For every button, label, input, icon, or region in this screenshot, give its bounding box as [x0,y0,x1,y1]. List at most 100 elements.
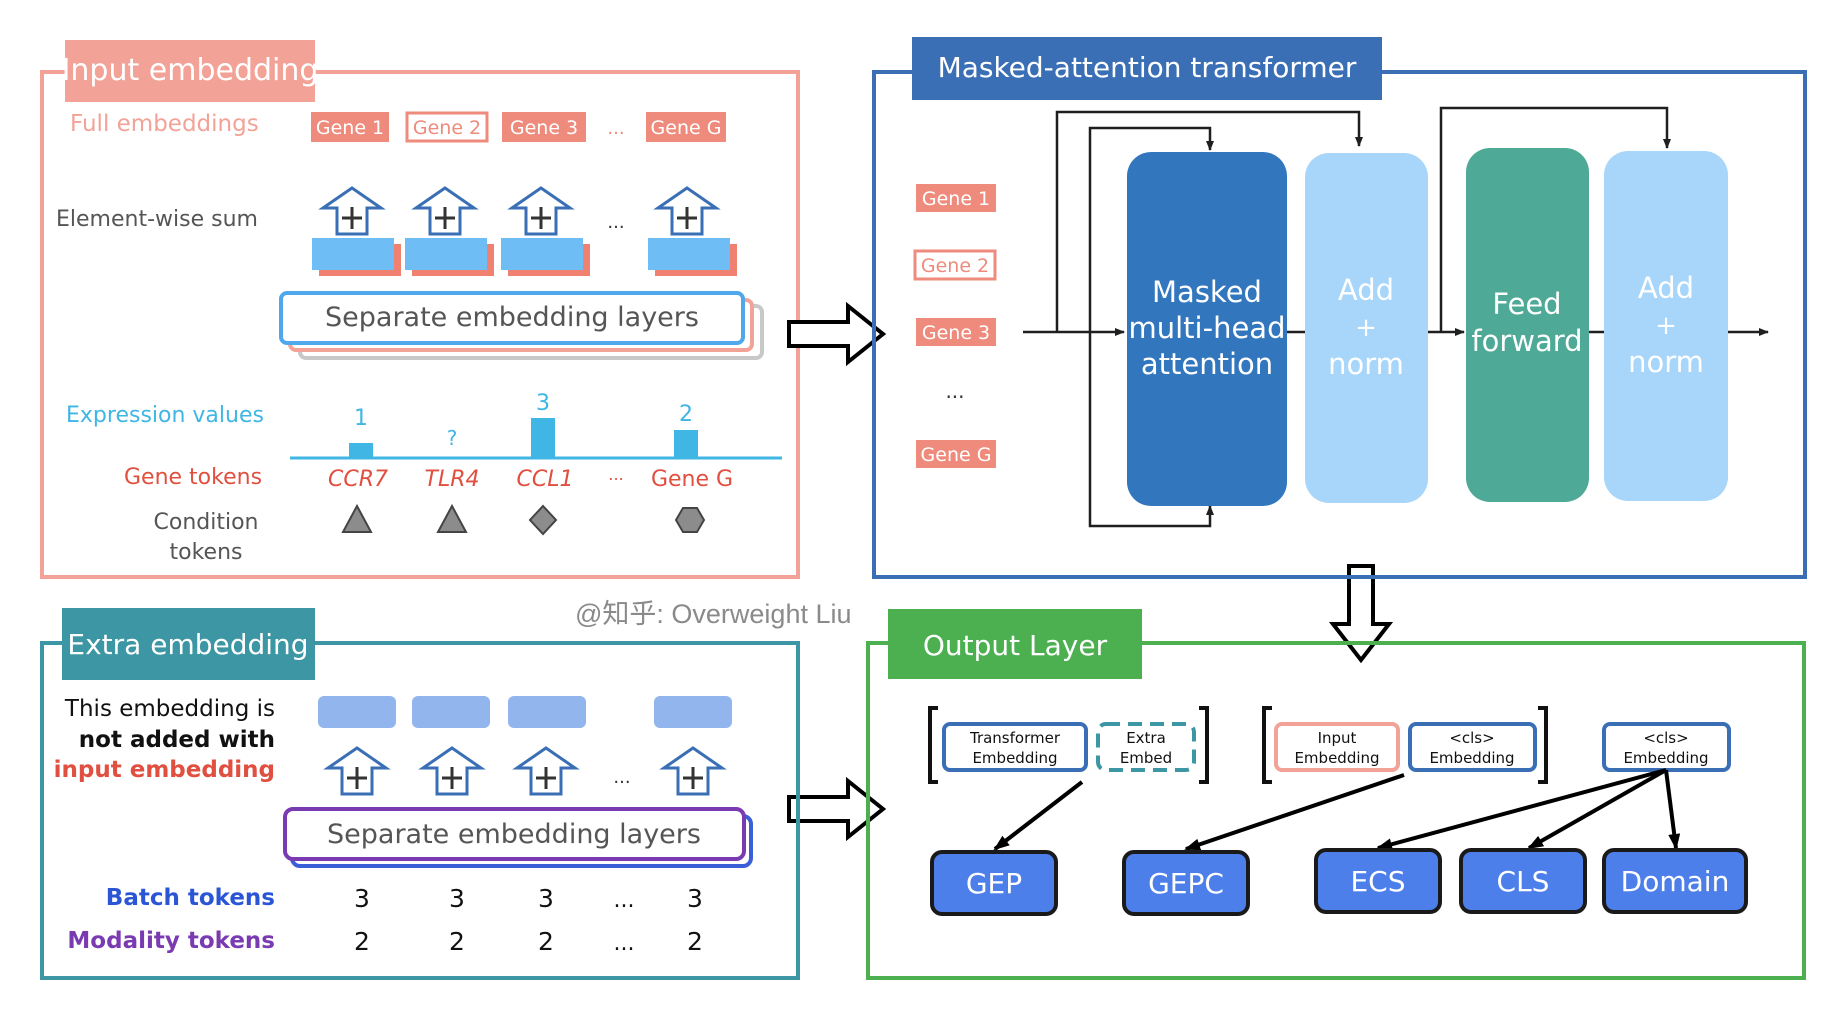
output-head-cls [1459,848,1587,914]
output-head-domain [1602,848,1748,914]
condition-tokens-label-1: Condition [154,510,259,535]
expression-value: 2 [679,402,693,427]
gene-tile-label: Gene 2 [921,255,989,277]
attention-block-label: Masked [1152,275,1262,309]
add-norm-label: + [1355,313,1377,343]
transformer-connectors [1023,106,1769,528]
transformer-gene-list: Gene 1 Gene 2 Gene 3 ... Gene G [913,184,997,468]
watermark: @知乎: Overweight Liu [575,599,852,629]
output-single-cls: <cls> Embedding [1602,722,1731,772]
gene-tile-label: Gene 3 [922,322,990,344]
output-arrows [993,768,1681,851]
separate-layers-box [279,291,745,345]
plus-arrow-icon [418,746,486,796]
gene-token: TLR4 [425,467,480,492]
output-layer-frame [866,641,1806,980]
ellipsis: ... [945,379,964,403]
box-label: Embedding [1429,749,1514,767]
embedding-tile [508,696,586,728]
gene-tile [646,112,726,142]
embedding-tile [648,238,730,270]
flow-arrow-down [1328,564,1394,664]
transformer-title: Masked-attention transformer [938,51,1357,84]
extra-note-line1: This embedding is [64,696,275,722]
feed-forward-label: forward [1471,324,1582,358]
box-label: <cls> [1643,729,1688,747]
gene-token: CCR7 [328,467,388,492]
transformer-embedding-box [942,722,1088,772]
embedding-tile [501,238,583,270]
extra-separate-layers-box [283,807,746,861]
cls-embedding-box [1408,722,1537,772]
embedding-tile [405,238,487,270]
plus-arrow-icon [507,186,575,236]
input-embedding-panel: Input embedding Full embeddings Gene 1 G… [40,40,800,579]
input-embedding-title-bg [65,40,315,102]
plus-arrow-icon [659,746,727,796]
box-label: Embed [1120,749,1172,767]
modality-tokens-label: Modality tokens [67,928,275,954]
plus-arrow-icon [323,746,391,796]
gene-tile [913,249,997,281]
gene-tile-label: Gene 3 [510,117,578,139]
output-layer-title-bg [888,609,1142,679]
ellipsis: ... [614,931,635,956]
output-head-label: CLS [1497,865,1550,898]
gene-tile [405,111,489,143]
gene-tile-label: Gene 1 [922,188,990,210]
embedding-tile [412,696,490,728]
embedding-tile [318,696,396,728]
transformer-title-bg [912,37,1382,100]
batch-token: 3 [538,884,554,913]
output-group-transformer-extra: Transformer Embedding Extra Embed [928,706,1209,784]
box-label: <cls> [1449,729,1494,747]
gene-tile-label: Gene G [651,117,722,139]
modality-token: 2 [449,927,465,956]
sum-arrows [323,746,727,796]
extra-embed-box [1096,722,1196,772]
full-embeddings-label: Full embeddings [70,111,259,137]
add-norm-label: norm [1328,347,1404,381]
modality-token-values: 2 2 2 ... 2 [354,927,703,956]
output-layer-title: Output Layer [923,629,1108,662]
separate-layers-stack: Separate embedding layers [279,291,764,360]
ellipsis: ... [614,888,635,913]
ellipsis: ... [607,118,624,139]
triangle-icon [436,503,468,533]
attention-block: Masked multi-head attention [1127,152,1287,506]
gene-tile [916,318,996,346]
full-gene-tiles: Gene 1 Gene 2 Gene 3 ... Gene G [311,111,726,143]
batch-token-values: 3 3 3 ... 3 [354,884,703,913]
extra-separate-layers-label: Separate embedding layers [327,819,701,850]
transformer-panel: Masked-attention transformer Gene 1 Gene… [872,37,1807,579]
plus-arrow-icon [653,186,721,236]
expression-bar [531,418,555,458]
batch-token: 3 [449,884,465,913]
expression-value: ? [447,426,458,450]
plus-arrow-icon [318,186,386,236]
add-norm-label: norm [1628,345,1704,379]
input-embedding-box [1274,722,1400,772]
gene-token: Gene G [651,467,733,492]
extra-embedding-panel: Extra embedding This embedding is not ad… [40,608,800,980]
output-head-label: GEPC [1148,867,1224,900]
expression-bars: 1 ? 3 2 [349,391,698,458]
add-norm-block-2: Add + norm [1604,151,1728,501]
add-norm-block-1: Add + norm [1305,153,1428,503]
add-norm-label: + [1655,311,1677,341]
output-heads: GEP GEPC ECS CLS Domain [930,848,1748,916]
expression-value: 3 [536,391,550,416]
embedding-tile [312,238,394,270]
gene-token-values: CCR7 TLR4 CCL1 ... Gene G [328,465,733,492]
modality-token: 2 [687,927,703,956]
triangle-icon [341,503,373,533]
batch-tokens-label: Batch tokens [106,885,275,911]
gene-tile [916,440,996,468]
box-label: Embedding [972,749,1057,767]
extra-embedding-tiles [318,696,732,728]
extra-embedding-title: Extra embedding [67,628,308,661]
plus-arrow-icon [411,186,479,236]
attention-block-label: multi-head [1129,311,1286,345]
gene-tile-label: Gene G [921,444,992,466]
input-embedding-tiles: ... [312,212,737,276]
